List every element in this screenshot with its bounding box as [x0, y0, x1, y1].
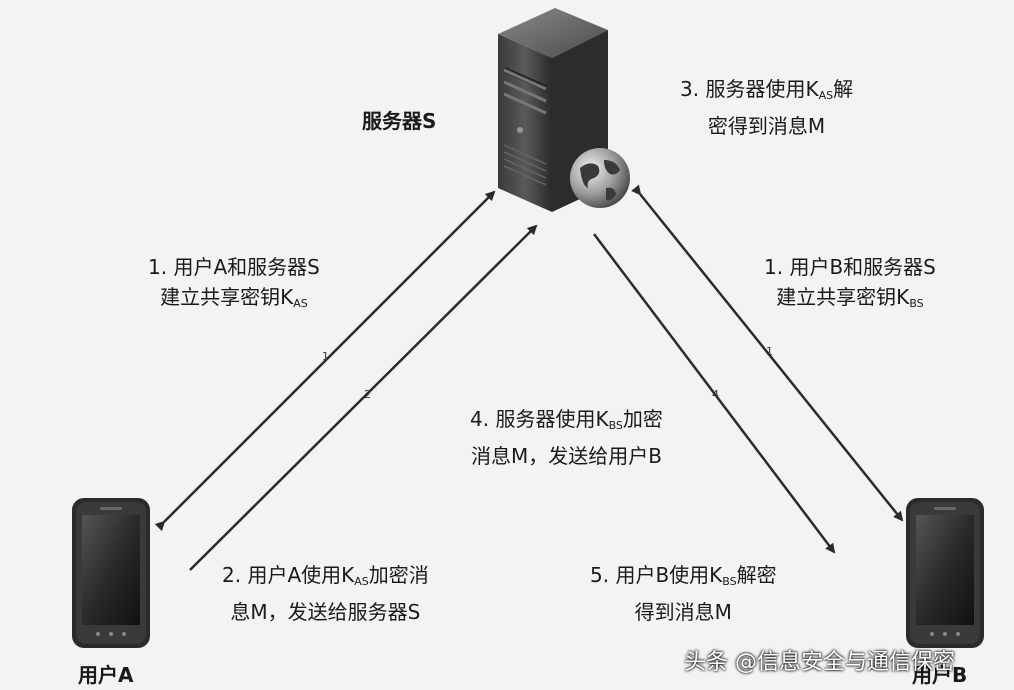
- watermark: 头条 @信息安全与通信保密: [684, 650, 955, 675]
- step4-text: 4. 服务器使用KBS加密 消息M，发送给用户B: [470, 407, 663, 468]
- arrow-b4-number: 4: [712, 388, 719, 401]
- arrow-step1-b: [631, 184, 904, 522]
- globe-icon: [570, 148, 630, 208]
- step1-a-text: 1. 用户A和服务器S 建立共享密钥KAS: [148, 255, 320, 310]
- arrow-a1-number: 1: [322, 350, 329, 363]
- step5-text: 5. 用户B使用KBS解密 得到消息M: [590, 563, 777, 624]
- user-a-label: 用户A: [78, 663, 134, 687]
- phone-b-icon: [906, 498, 984, 648]
- arrow-step1-a: [154, 190, 496, 532]
- arrow-a2-number: 2: [364, 388, 371, 401]
- step3-text: 3. 服务器使用KAS解 密得到消息M: [680, 77, 854, 138]
- phone-a-icon: [72, 498, 150, 648]
- server-label: 服务器S: [362, 109, 437, 133]
- step1-b-text: 1. 用户B和服务器S 建立共享密钥KBS: [764, 255, 936, 310]
- arrow-step2: [189, 224, 538, 571]
- user-b-label: 用户B: [912, 663, 968, 687]
- step2-text: 2. 用户A使用KAS加密消 息M，发送给服务器S: [222, 563, 429, 624]
- arrow-b1-number: 1: [766, 345, 773, 358]
